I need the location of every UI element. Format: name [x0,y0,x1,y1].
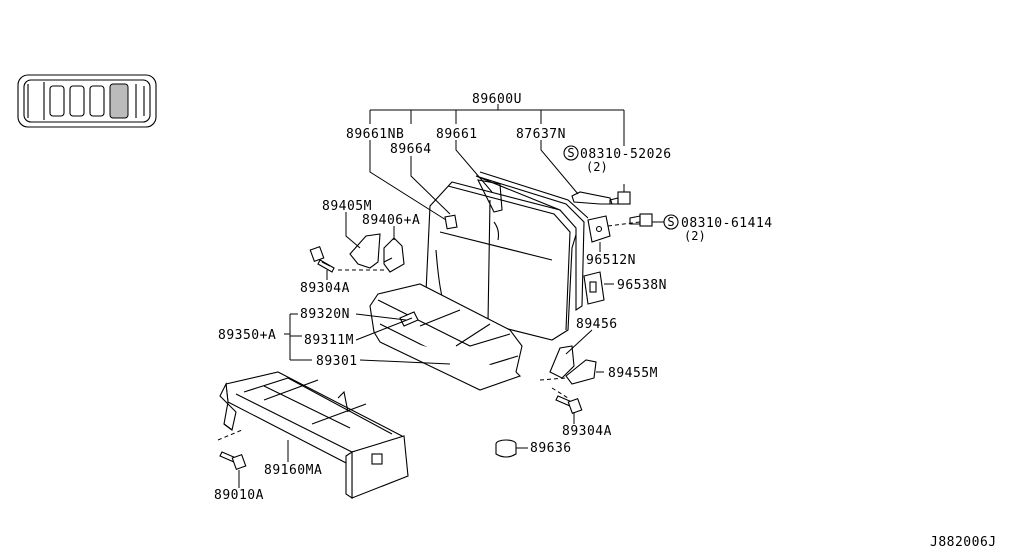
label-89301: 89301 [316,354,358,369]
label-89405m: 89405M [322,199,372,214]
label-89304a-right: 89304A [562,424,612,439]
label-87637n: 87637N [516,127,566,142]
label-08310-61414-qty: (2) [684,229,706,243]
seat-frame [219,371,409,500]
label-08310-52026: 08310-52026 [580,147,672,162]
bolt-right-icon [629,213,653,227]
label-89456: 89456 [576,317,618,332]
leader-lines [238,140,664,488]
figure-code: J882006J [930,535,997,550]
label-89350a: 89350+A [218,328,276,343]
label-89304a-left: 89304A [300,281,350,296]
label-89160ma: 89160MA [264,463,322,478]
vehicle-locator-icon [17,74,157,128]
label-89636: 89636 [530,441,572,456]
left-hinge-cover [338,233,405,273]
screw-symbol-icon: S [563,145,579,161]
label-08310-52026-qty: (2) [586,160,608,174]
label-89600u: 89600U [472,92,522,107]
assembly-bracket [369,104,625,146]
bolt-left-icon [309,245,335,273]
screw-symbol-icon: S [663,214,679,230]
label-89406a: 89406+A [362,213,420,228]
seat-back [425,171,589,341]
bolt-top-icon [609,184,631,205]
svg-text:S: S [667,215,674,229]
striker-96538n [583,271,605,305]
bolt-lower-right-icon [555,395,583,415]
bolt-bottom-icon [217,429,247,471]
label-89661nb: 89661NB [346,127,404,142]
right-hinge-cover [539,345,597,399]
label-89664: 89664 [390,142,432,157]
label-89010a: 89010A [214,488,264,503]
latch-96512n [587,215,641,252]
label-08310-61414: 08310-61414 [681,216,773,231]
bumper-89636 [495,439,517,458]
label-89661: 89661 [436,127,478,142]
label-89455m: 89455M [608,366,658,381]
label-96538n: 96538N [617,278,667,293]
label-89320n: 89320N [300,307,350,322]
label-96512n: 96512N [586,253,636,268]
label-89311m: 89311M [304,333,354,348]
svg-text:S: S [567,146,574,160]
